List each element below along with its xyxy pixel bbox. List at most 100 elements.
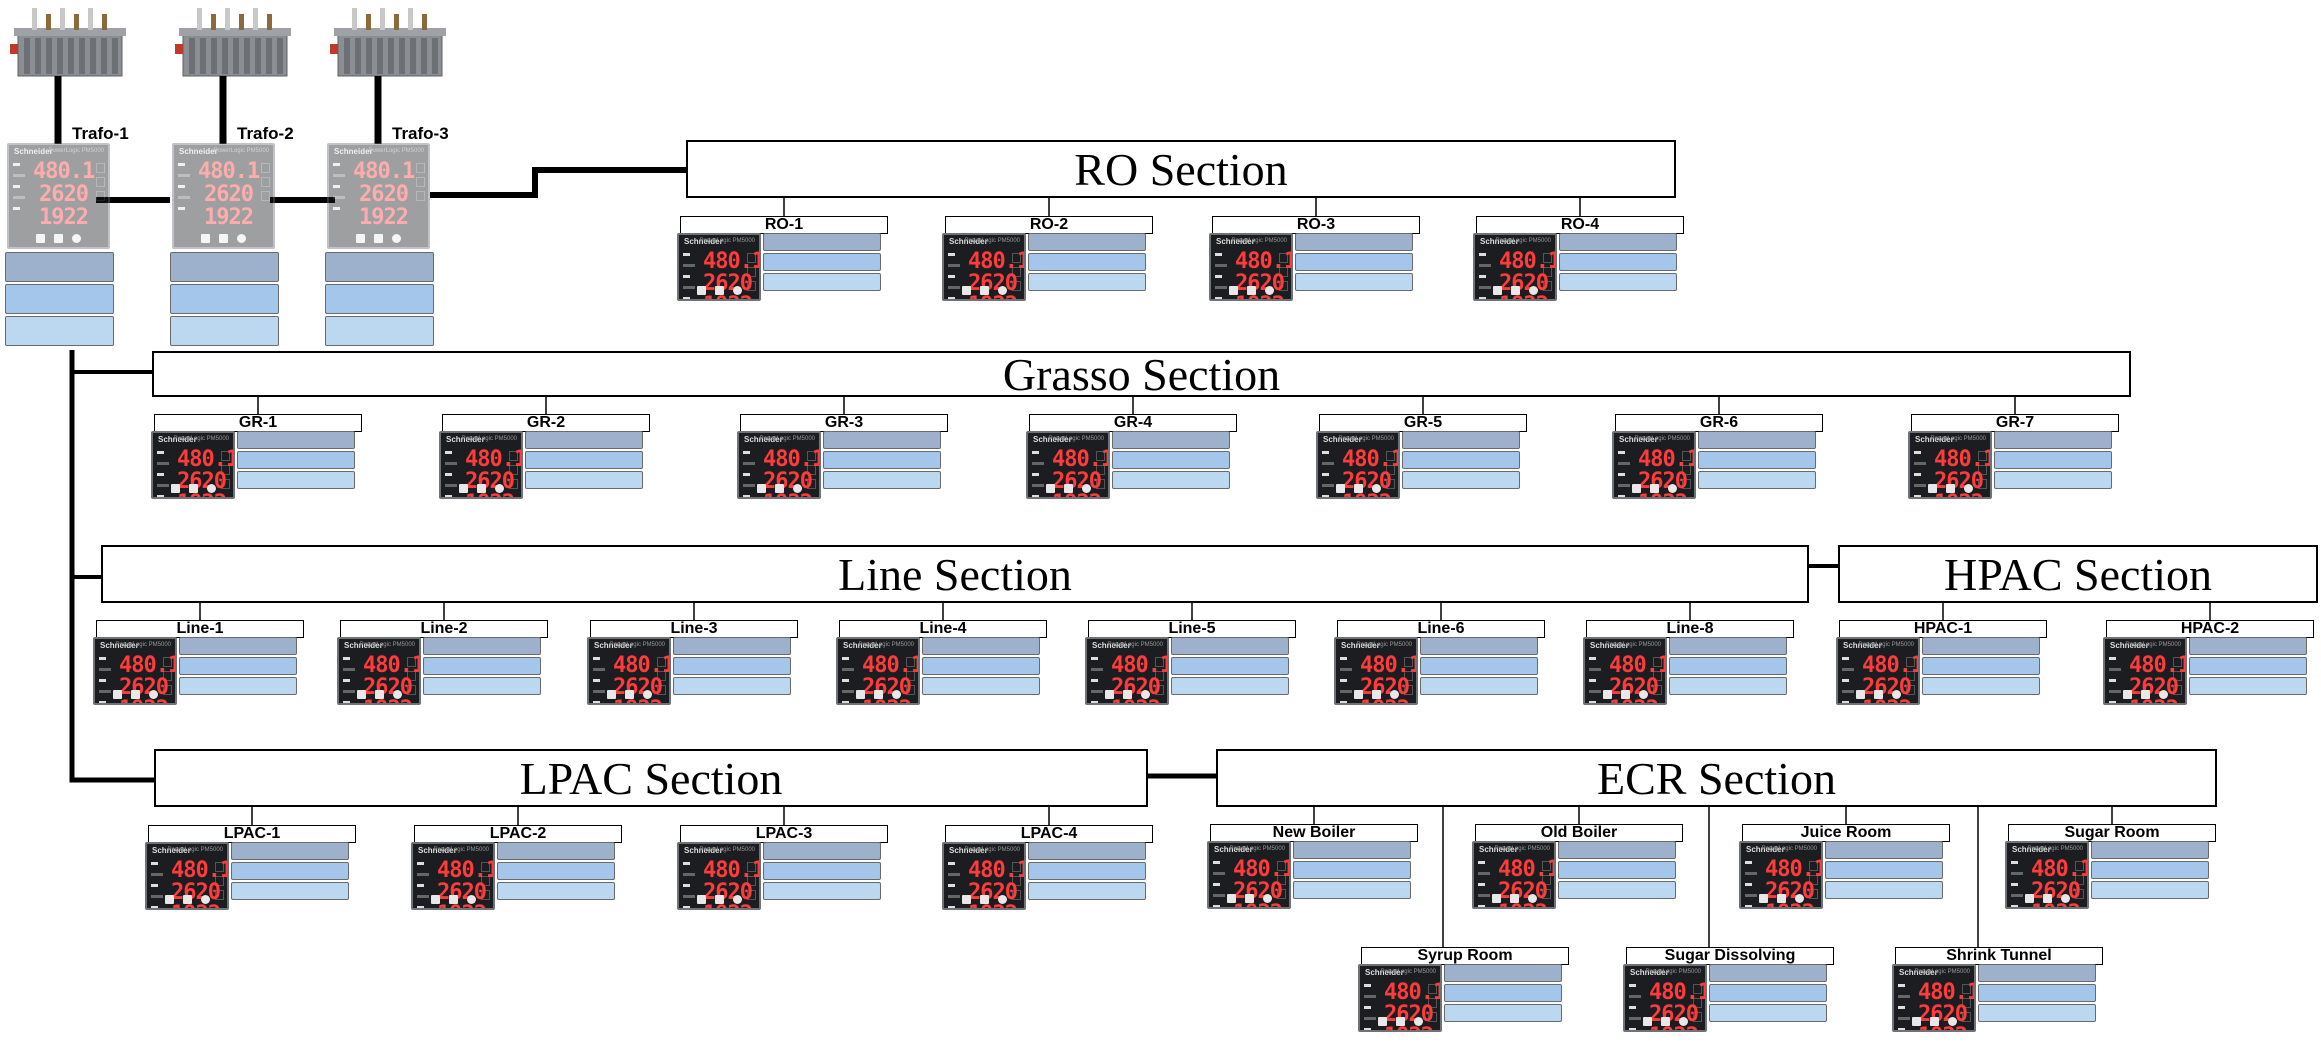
data-field-3[interactable] (1444, 1004, 1562, 1022)
data-field-2[interactable] (1559, 253, 1677, 271)
data-field-1[interactable] (237, 431, 355, 449)
meter-button[interactable] (714, 895, 724, 904)
data-field-3[interactable] (1293, 881, 1411, 899)
meter-button[interactable] (606, 690, 616, 699)
meter-button[interactable] (696, 895, 706, 904)
meter-button[interactable] (1122, 690, 1132, 699)
data-field-1[interactable] (1825, 841, 1943, 859)
meter-button[interactable] (494, 484, 504, 493)
data-field-1[interactable] (525, 431, 643, 449)
data-field-2[interactable] (1978, 984, 2096, 1002)
data-field-3[interactable] (5, 316, 114, 346)
data-field-1[interactable] (5, 252, 114, 282)
meter-button[interactable] (1855, 690, 1865, 699)
meter-button[interactable] (1262, 894, 1272, 903)
data-field-2[interactable] (1402, 451, 1520, 469)
data-field-1[interactable] (1420, 637, 1538, 655)
data-field-2[interactable] (1698, 451, 1816, 469)
data-field-3[interactable] (497, 882, 615, 900)
data-field-1[interactable] (1698, 431, 1816, 449)
meter-button[interactable] (1873, 690, 1883, 699)
meter-button[interactable] (1492, 286, 1502, 295)
meter-button[interactable] (1377, 1017, 1387, 1026)
data-field-1[interactable] (823, 431, 941, 449)
data-field-1[interactable] (1293, 841, 1411, 859)
hpac-section[interactable]: HPAC Section (1838, 545, 2318, 603)
data-field-3[interactable] (1669, 677, 1787, 695)
meter-button[interactable] (374, 690, 384, 699)
meter-button[interactable] (1246, 286, 1256, 295)
data-field-2[interactable] (823, 451, 941, 469)
meter-button[interactable] (237, 234, 246, 243)
meter-button[interactable] (392, 234, 401, 243)
meter-button[interactable] (732, 895, 742, 904)
data-field-3[interactable] (1402, 471, 1520, 489)
data-field-3[interactable] (823, 471, 941, 489)
data-field-2[interactable] (1558, 861, 1676, 879)
meter-button[interactable] (1509, 894, 1519, 903)
meter-button[interactable] (1642, 1017, 1652, 1026)
data-field-3[interactable] (1420, 677, 1538, 695)
data-field-2[interactable] (179, 657, 297, 675)
data-field-2[interactable] (1825, 861, 1943, 879)
meter-button[interactable] (1140, 690, 1150, 699)
data-field-3[interactable] (1171, 677, 1289, 695)
data-field-2[interactable] (1028, 862, 1146, 880)
meter-button[interactable] (642, 690, 652, 699)
data-field-3[interactable] (525, 471, 643, 489)
data-field-3[interactable] (1028, 882, 1146, 900)
meter-button[interactable] (624, 690, 634, 699)
data-field-1[interactable] (1028, 842, 1146, 860)
data-field-2[interactable] (525, 451, 643, 469)
meter-button[interactable] (1638, 690, 1648, 699)
data-field-2[interactable] (231, 862, 349, 880)
data-field-3[interactable] (1825, 881, 1943, 899)
meter-button[interactable] (458, 484, 468, 493)
data-field-3[interactable] (1698, 471, 1816, 489)
data-field-1[interactable] (325, 252, 434, 282)
meter-button[interactable] (1602, 690, 1612, 699)
meter-button[interactable] (201, 234, 210, 243)
lpac-section[interactable]: LPAC Section (154, 749, 1148, 807)
meter-button[interactable] (756, 484, 766, 493)
meter-button[interactable] (1226, 894, 1236, 903)
data-field-3[interactable] (1559, 273, 1677, 291)
meter-button[interactable] (112, 690, 122, 699)
data-field-3[interactable] (2189, 677, 2307, 695)
meter-button[interactable] (219, 234, 228, 243)
data-field-2[interactable] (673, 657, 791, 675)
data-field-1[interactable] (2091, 841, 2209, 859)
meter-button[interactable] (188, 484, 198, 493)
data-field-1[interactable] (1994, 431, 2112, 449)
meter-button[interactable] (979, 895, 989, 904)
data-field-1[interactable] (763, 842, 881, 860)
meter-button[interactable] (1667, 484, 1677, 493)
meter-button[interactable] (1045, 484, 1055, 493)
meter-button[interactable] (1527, 894, 1537, 903)
data-field-1[interactable] (1922, 637, 2040, 655)
data-field-1[interactable] (922, 637, 1040, 655)
meter-button[interactable] (792, 484, 802, 493)
meter-button[interactable] (1228, 286, 1238, 295)
meter-button[interactable] (1371, 484, 1381, 493)
meter-button[interactable] (696, 286, 706, 295)
data-field-3[interactable] (237, 471, 355, 489)
meter-button[interactable] (2122, 690, 2132, 699)
data-field-2[interactable] (1994, 451, 2112, 469)
meter-button[interactable] (1678, 1017, 1688, 1026)
data-field-1[interactable] (1709, 964, 1827, 982)
